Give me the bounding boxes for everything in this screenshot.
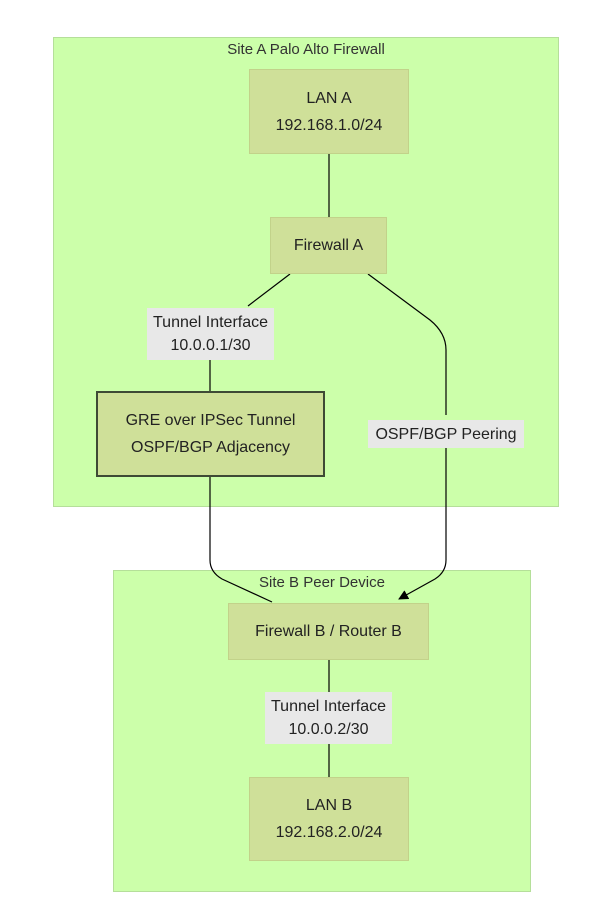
cluster-site-b-title: Site B Peer Device (259, 574, 385, 591)
node-gre-tunnel-type: GRE over IPSec Tunnel (125, 412, 296, 429)
edge-peering-arrow-lower (398, 448, 447, 600)
node-lan-a-subnet: 192.168.1.0/24 (275, 116, 383, 134)
node-lan-b-name: LAN B (305, 797, 353, 814)
edge-peering-arrow (367, 273, 447, 415)
edge-label-tunnel-b: Tunnel Interface 10.0.0.2/30 (265, 692, 392, 744)
edge-firewall-a-to-tunnel-label (247, 273, 291, 307)
edge-label-peering: OSPF/BGP Peering (368, 420, 524, 448)
edge-label-tunnel-a-name: Tunnel Interface (152, 314, 269, 331)
node-lan-b: LAN B 192.168.2.0/24 (249, 777, 409, 861)
node-lan-b-subnet: 192.168.2.0/24 (275, 824, 383, 841)
edge-label-tunnel-b-name: Tunnel Interface (270, 698, 387, 715)
node-gre-tunnel-adjacency: OSPF/BGP Adjacency (131, 439, 290, 456)
node-firewall-a-name: Firewall A (293, 237, 364, 254)
node-firewall-a: Firewall A (270, 217, 387, 274)
node-gre-tunnel: GRE over IPSec Tunnel OSPF/BGP Adjacency (96, 391, 325, 477)
node-firewall-b: Firewall B / Router B (228, 603, 429, 660)
node-lan-a: LAN A 192.168.1.0/24 (249, 69, 409, 154)
edge-label-tunnel-a-ip: 10.0.0.1/30 (170, 337, 251, 354)
edge-label-peering-text: OSPF/BGP Peering (375, 425, 517, 443)
cluster-site-a-title: Site A Palo Alto Firewall (227, 41, 385, 58)
edge-label-tunnel-b-ip: 10.0.0.2/30 (288, 721, 369, 738)
edge-label-tunnel-a: Tunnel Interface 10.0.0.1/30 (147, 308, 274, 360)
node-lan-a-name: LAN A (306, 89, 352, 107)
edge-gre-to-firewall-b (209, 477, 273, 603)
node-firewall-b-name: Firewall B / Router B (255, 623, 402, 640)
